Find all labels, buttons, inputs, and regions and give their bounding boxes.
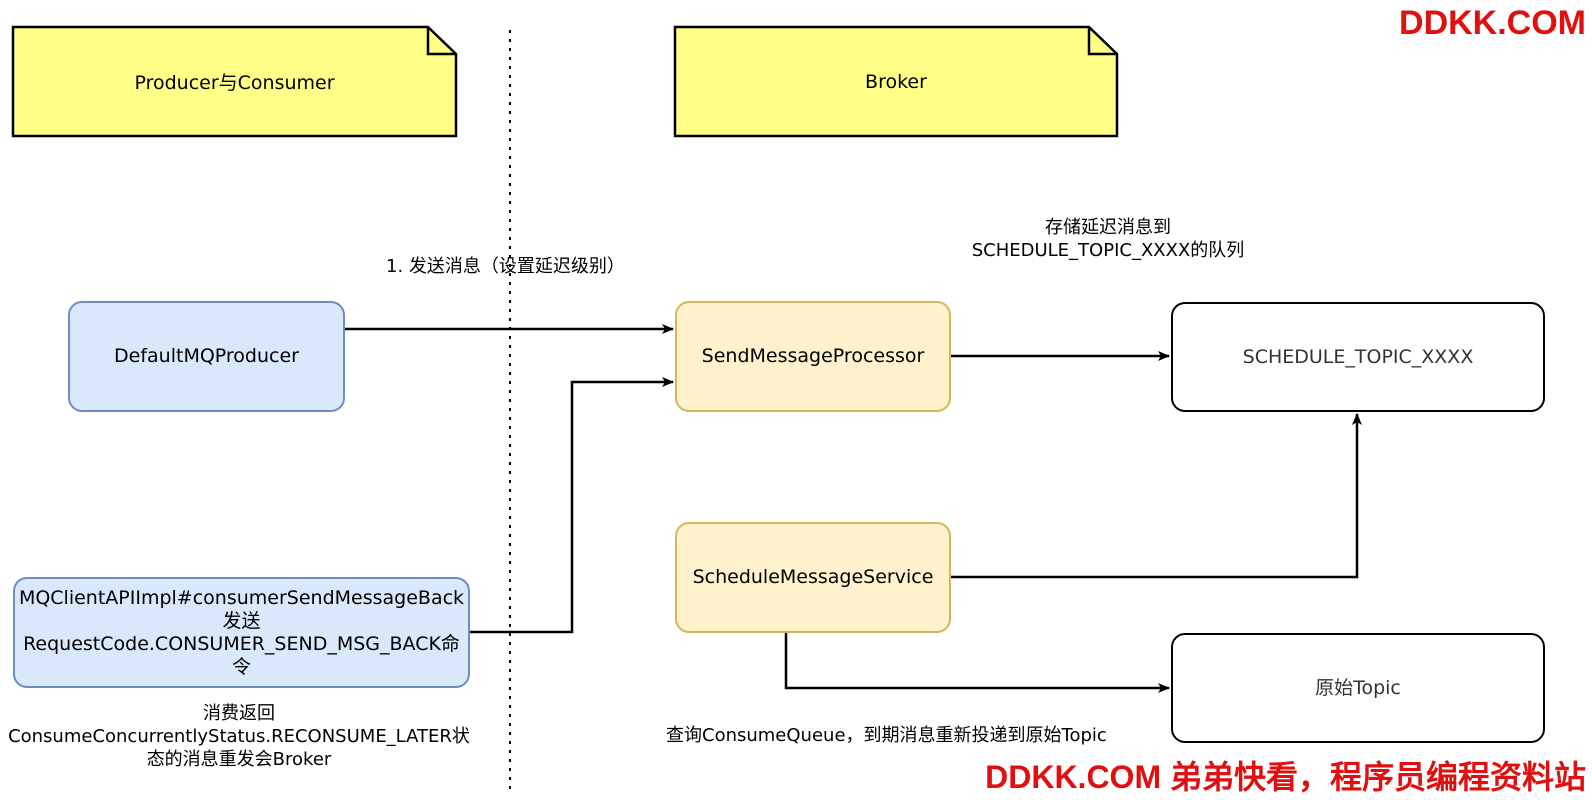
node-mq-client-line1: MQClientAPIImpl#consumerSendMessageBack: [18, 586, 465, 609]
watermark-bottom: DDKK.COM 弟弟快看，程序员编程资料站: [985, 759, 1586, 795]
label-consume-line1: 消费返回: [203, 703, 275, 724]
edge-service-to-schedule-topic: [951, 413, 1362, 579]
node-default-mq-producer: DefaultMQProducer: [68, 301, 345, 412]
note-producer-consumer: Producer与Consumer: [13, 27, 456, 136]
node-schedule-message-service-label: ScheduleMessageService: [692, 566, 934, 588]
label-store-line2: SCHEDULE_TOPIC_XXXX的队列: [971, 240, 1245, 261]
node-mq-client-line3: RequestCode.CONSUMER_SEND_MSG_BACK命: [23, 632, 460, 655]
node-default-mq-producer-label: DefaultMQProducer: [114, 345, 299, 367]
label-consume-later: 消费返回 ConsumeConcurrentlyStatus.RECONSUME…: [0, 702, 478, 771]
label-consume-line2: ConsumeConcurrentlyStatus.RECONSUME_LATE…: [8, 726, 470, 747]
watermark-top: DDKK.COM: [1399, 4, 1586, 42]
node-schedule-topic: SCHEDULE_TOPIC_XXXX: [1171, 302, 1545, 412]
edge-client-to-processor: [470, 377, 674, 634]
label-store-line1: 存储延迟消息到: [1045, 217, 1171, 238]
note-shape-broker: [673, 25, 1119, 138]
edge-service-to-original-topic: [784, 633, 1170, 693]
node-schedule-topic-label: SCHEDULE_TOPIC_XXXX: [1242, 345, 1474, 368]
note-broker: Broker: [675, 27, 1117, 136]
node-send-message-processor-label: SendMessageProcessor: [701, 345, 925, 367]
note-broker-label: Broker: [865, 70, 927, 93]
node-mq-client-line4: 令: [231, 655, 251, 678]
node-mq-client-line2: 发送: [222, 609, 261, 632]
label-send-message: 1. 发送消息（设置延迟级别）: [386, 256, 625, 277]
node-original-topic-label: 原始Topic: [1315, 676, 1401, 699]
note-shape-producer-consumer: [11, 25, 458, 138]
node-schedule-message-service: ScheduleMessageService: [675, 522, 951, 633]
label-store-delayed: 存储延迟消息到 SCHEDULE_TOPIC_XXXX的队列: [948, 216, 1268, 262]
label-query-redeliver: 查询ConsumeQueue，到期消息重新投递到原始Topic: [666, 725, 1107, 746]
node-mq-client-api-impl: MQClientAPIImpl#consumerSendMessageBack …: [13, 577, 470, 688]
node-send-message-processor: SendMessageProcessor: [675, 301, 951, 412]
label-consume-line3: 态的消息重发会Broker: [146, 749, 332, 770]
note-producer-consumer-label: Producer与Consumer: [134, 72, 335, 94]
node-original-topic: 原始Topic: [1171, 633, 1545, 743]
